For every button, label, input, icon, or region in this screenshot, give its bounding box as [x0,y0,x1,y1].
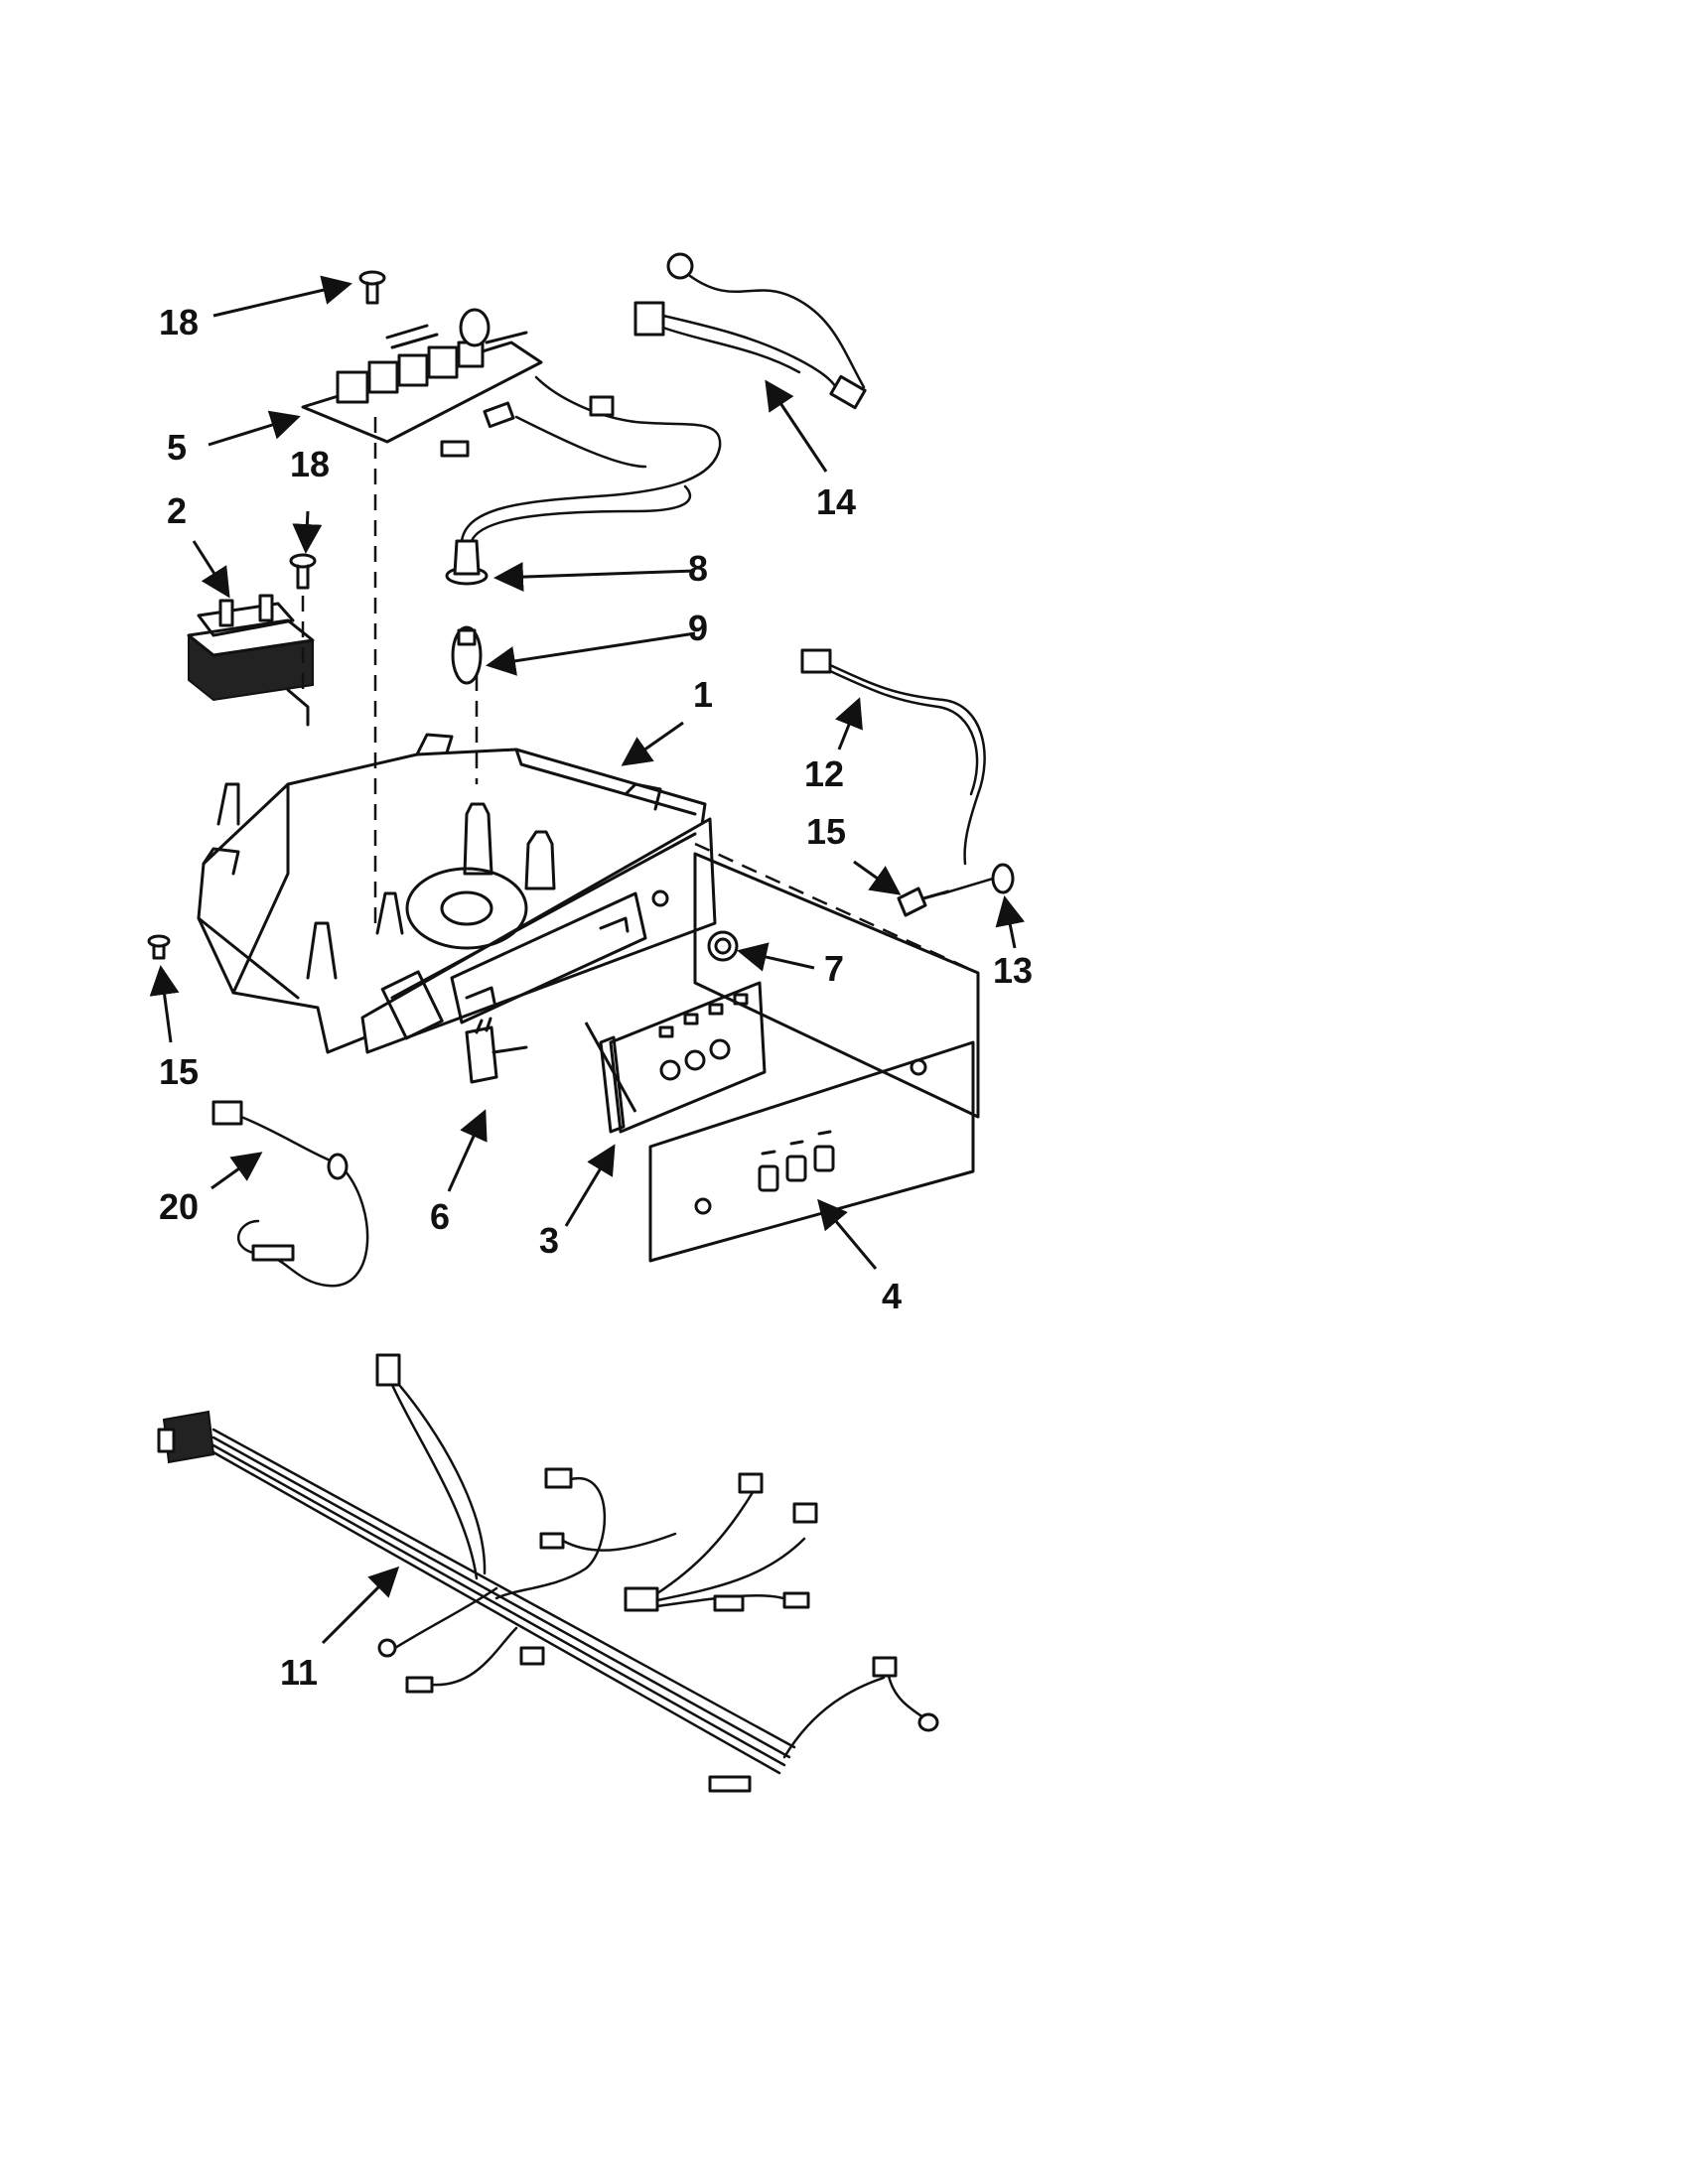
leader-panel-to-housing [584,1022,637,1113]
callout-11: 11 [280,1652,318,1693]
callout-14: 14 [816,481,856,522]
switch-part-6 [465,1017,528,1084]
callout-6: 6 [430,1196,450,1237]
callout-1: 1 [693,674,713,715]
callout-20: 20 [159,1186,199,1227]
callout-15-left: 15 [159,1051,199,1092]
assembly-lines [301,417,979,975]
callout-8: 8 [688,548,708,589]
control-housing-part-1 [197,733,717,1054]
callout-2: 2 [167,490,187,531]
callout-15-right: 15 [806,811,846,852]
screw-part-18-side [289,553,317,590]
screw-part-18-top [358,270,386,305]
light-bulb-part-9 [451,625,483,685]
main-wire-harness-part-11 [157,1353,939,1793]
callout-7: 7 [824,948,844,989]
callout-3: 3 [539,1220,559,1261]
knob-part-7 [707,930,739,962]
control-panel-part-3 [599,981,767,1134]
screw-part-15-left [147,934,171,960]
sensor-wire-part-20 [211,1100,369,1288]
screw-part-15-right [897,887,950,917]
callout-13: 13 [993,950,1033,991]
sensor-part-13 [941,863,1015,895]
wire-harness-part-14 [633,252,867,410]
callout-4: 4 [882,1276,902,1316]
transformer-part-2 [187,594,315,727]
lamp-socket-part-8 [440,375,722,586]
overlay-part-4 [648,852,980,1263]
callout-5: 5 [167,427,187,468]
callout-12: 12 [804,753,844,794]
wire-part-12 [800,648,986,866]
leader-arrows [149,275,1026,1645]
control-board-part-5 [301,308,543,444]
callout-18-side: 18 [290,444,330,484]
callout-9: 9 [688,608,708,648]
callout-18-top: 18 [159,302,199,342]
